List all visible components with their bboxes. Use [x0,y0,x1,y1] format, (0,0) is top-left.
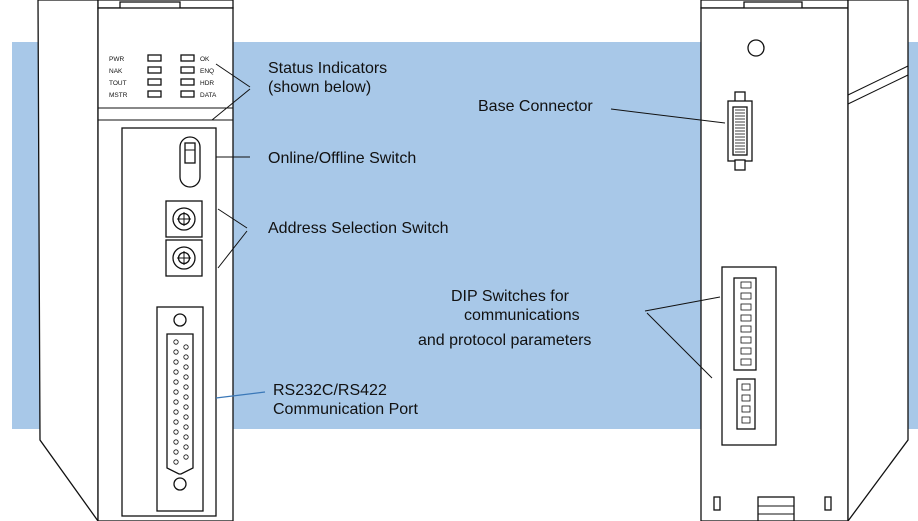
connector-pin [183,434,189,440]
dip-key [740,336,752,344]
dip-switches-sublabel-1: communications [464,307,580,324]
comm-port-label: RS232C/RS422 [273,382,387,399]
connector-pin [183,394,189,400]
led-hdr [180,78,195,86]
led-tout [147,78,162,86]
dip-key [740,292,752,300]
led-ok [180,54,195,62]
connector-pin [183,404,189,410]
callouts: Status Indicators (shown below) Online/O… [211,60,726,418]
led-label-mstr: MSTR [109,92,128,99]
dip-key [740,325,752,333]
connector-pin [183,364,189,370]
led-label-hdr: HDR [200,80,214,87]
connector-pin [183,424,189,430]
base-connector-icon [727,91,753,171]
comm-port-sublabel: Communication Port [273,401,419,418]
led-mstr [147,90,162,98]
dip-key [741,394,751,402]
connector-pin [173,449,179,455]
dip-switches-sublabel-2: and protocol parameters [418,332,591,349]
connector-pin [183,374,189,380]
connector-pin [173,399,179,405]
online-offline-label: Online/Offline Switch [268,150,416,167]
dip-switch-icon [721,266,777,446]
connector-pin [173,379,179,385]
led-label-enq: ENQ [200,68,214,75]
dip-key [740,314,752,322]
led-label-pwr: PWR [109,56,124,63]
led-pwr [147,54,162,62]
dip-key [741,416,751,424]
status-indicators-sublabel: (shown below) [268,79,371,96]
led-enq [180,66,195,74]
connector-pin [183,384,189,390]
dip-key [740,281,752,289]
back-module [700,0,909,521]
connector-pin [183,354,189,360]
status-indicators: PWR NAK TOUT MSTR OK ENQ HDR DATA [109,54,217,99]
led-label-tout: TOUT [109,80,127,87]
status-indicators-label: Status Indicators [268,60,387,77]
address-selection-label: Address Selection Switch [268,220,449,237]
connector-pin [173,389,179,395]
led-label-ok: OK [200,56,210,63]
connector-pin [173,419,179,425]
dip-key [741,405,751,413]
connector-pin [173,369,179,375]
led-label-data: DATA [200,92,217,99]
connector-pin [173,429,179,435]
led-label-nak: NAK [109,68,123,75]
led-nak [147,66,162,74]
connector-pin [173,409,179,415]
connector-pin [183,454,189,460]
dip-key [740,303,752,311]
connector-pin [173,359,179,365]
dip-key [740,347,752,355]
rotary-switch-icon [165,200,203,238]
dip-switches-label: DIP Switches for [451,288,570,305]
front-module: PWR NAK TOUT MSTR OK ENQ HDR DATA [37,0,234,521]
dip-key [741,383,751,391]
connector-pin [173,339,179,345]
rotary-switch-icon [165,239,203,277]
connector-pin [173,459,179,465]
connector-pin [183,414,189,420]
dip-key [740,358,752,366]
connector-pin [183,444,189,450]
led-data [180,90,195,98]
connector-pin [173,349,179,355]
toggle-switch-icon [179,136,201,188]
base-connector-label: Base Connector [478,98,593,115]
connector-pin [183,344,189,350]
connector-pin [173,439,179,445]
db25-connector-icon [156,306,204,512]
